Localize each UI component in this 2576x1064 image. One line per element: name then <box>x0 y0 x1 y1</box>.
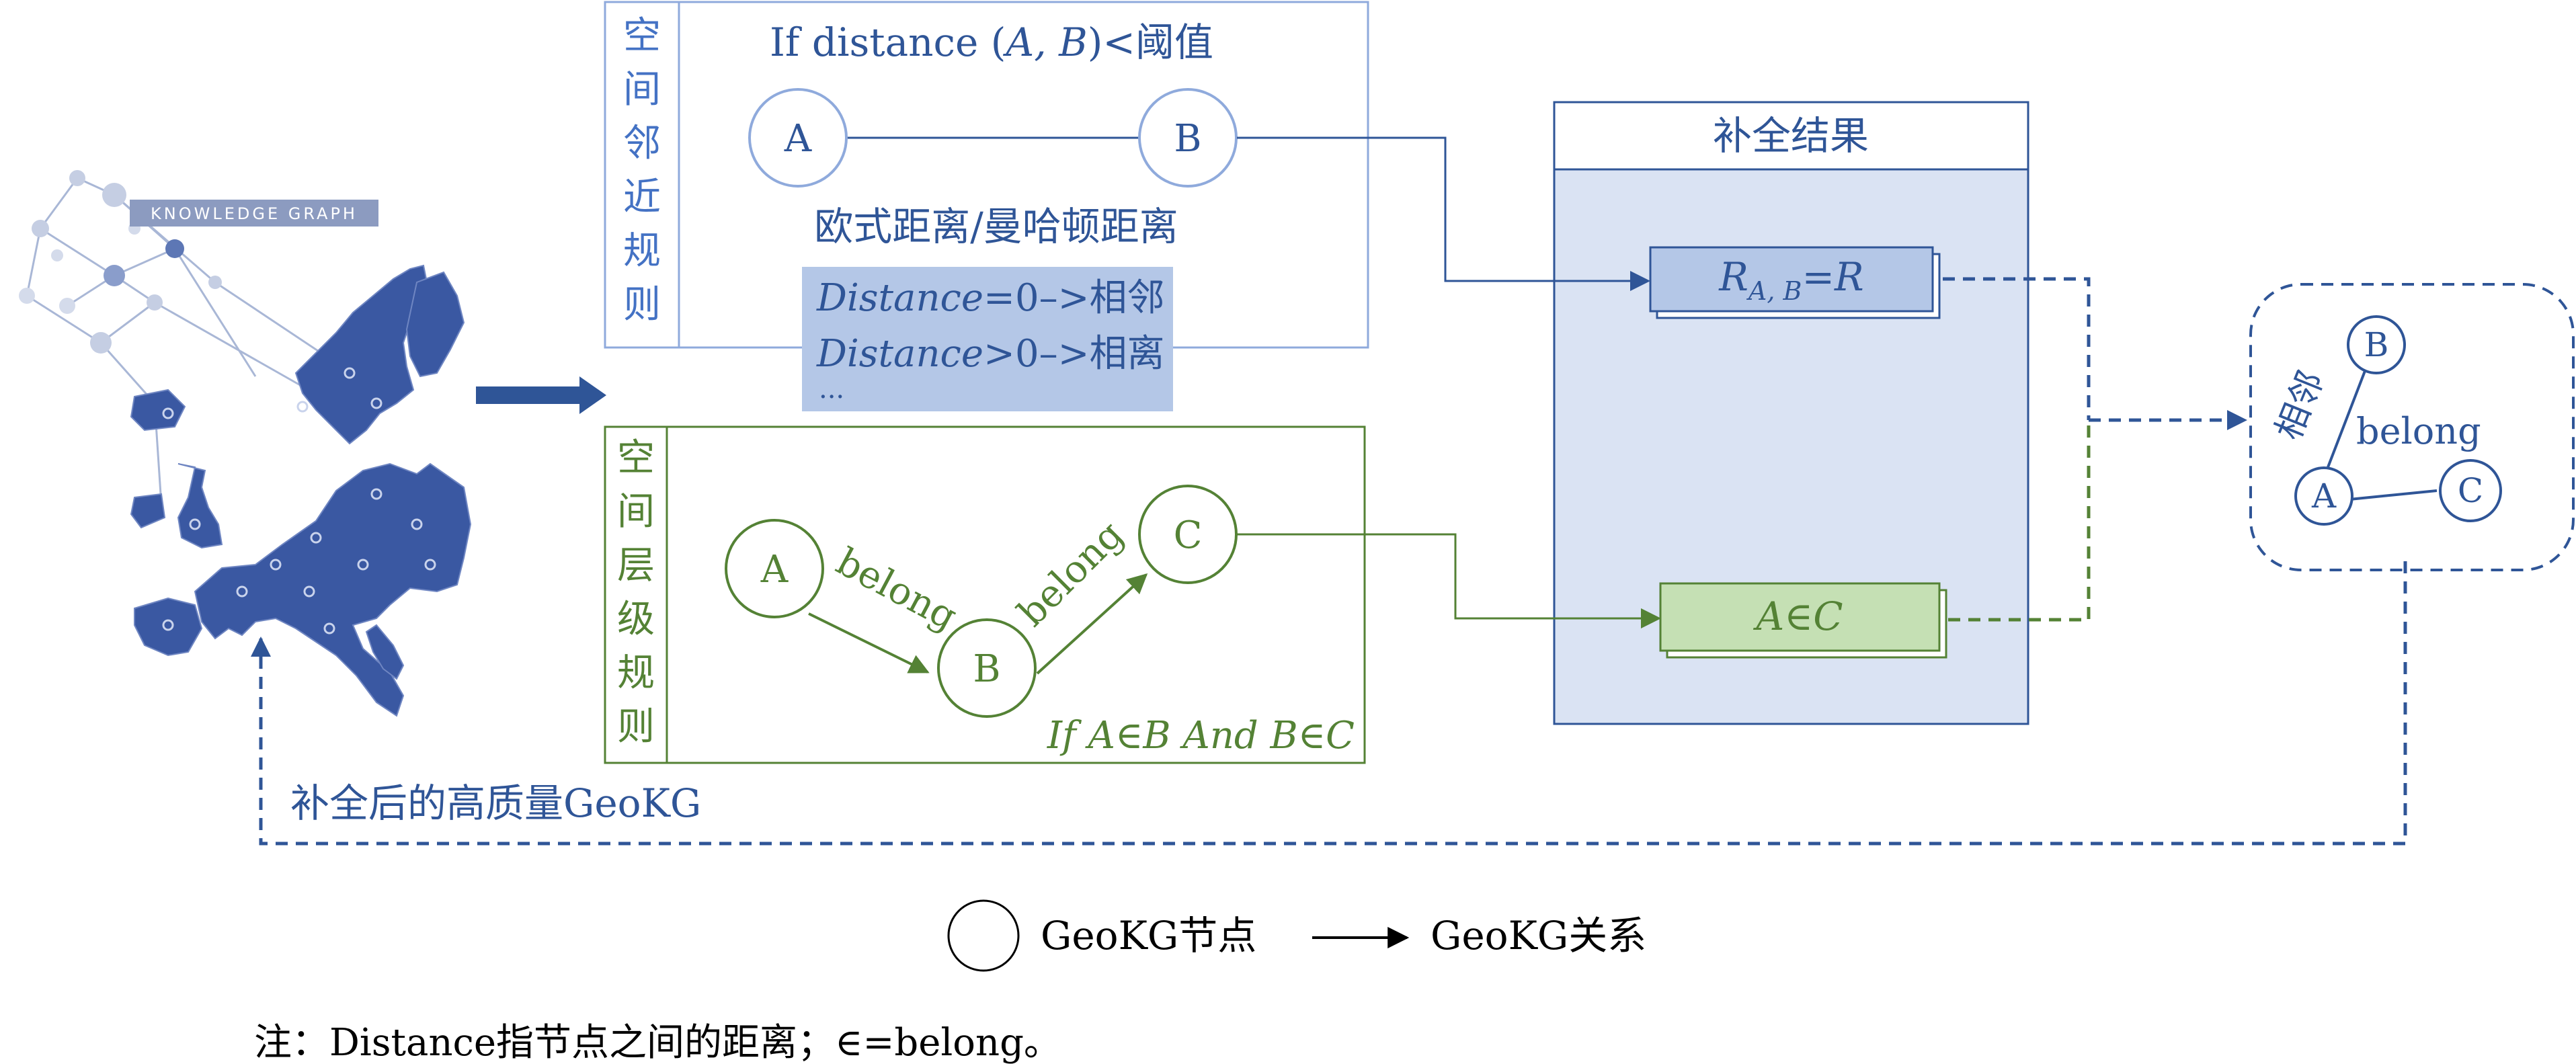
completed-node-a-label: A <box>2311 477 2337 516</box>
proximity-title: 空 间 邻 近 规 则 <box>623 14 661 327</box>
completion-result-title: 补全结果 <box>1713 113 1869 159</box>
hierarchy-node-a-label: A <box>760 548 789 591</box>
hierarchy-condition: If A∈B And B∈C <box>1047 714 1355 758</box>
completed-graph: 相邻 belong B A C <box>2249 283 2575 571</box>
hierarchy-title: 空 间 层 级 规 则 <box>617 436 655 749</box>
proximity-connector <box>1237 136 1650 291</box>
hierarchy-title-char: 级 <box>617 598 655 641</box>
completed-belong-label: belong <box>2356 410 2481 452</box>
kg-badge: KNOWLEDGE GRAPH <box>130 200 378 227</box>
proximity-title-char: 则 <box>623 283 661 327</box>
proximity-node-a-label: A <box>784 117 812 161</box>
completed-node-a: A <box>2294 466 2353 526</box>
proximity-title-char: 近 <box>623 175 661 219</box>
map-cities <box>162 367 436 635</box>
distance-rule-box <box>802 267 1173 411</box>
membership-result-card: A∈C <box>1659 582 1947 659</box>
proximity-rule-box: 空 间 邻 近 规 则 If distance (A, B)<阈值 A B 欧式… <box>604 1 1369 411</box>
proximity-condition: If distance (A, B)<阈值 <box>770 19 1213 65</box>
proximity-title-char: 间 <box>623 68 661 112</box>
feedback-loop-dashed <box>251 561 2407 846</box>
completed-edge-ac <box>2349 489 2438 501</box>
legend: GeoKG节点 GeoKG关系 <box>947 899 1646 972</box>
hierarchy-node-a: A <box>725 519 824 618</box>
knowledge-graph-map: KNOWLEDGE GRAPH <box>19 170 472 717</box>
hierarchy-title-char: 间 <box>617 490 655 534</box>
hierarchy-title-char: 则 <box>617 705 655 749</box>
hierarchy-rule-box: 空 间 层 级 规 则 belong belong A B C If A∈B A… <box>604 425 1366 764</box>
kg-badge-text: KNOWLEDGE GRAPH <box>151 204 358 223</box>
proximity-node-b-label: B <box>1174 117 1201 161</box>
hierarchy-title-char: 规 <box>617 651 655 695</box>
relation-output-dashed <box>1943 277 2091 420</box>
hierarchy-node-c: C <box>1138 485 1238 584</box>
completed-node-c: C <box>2439 459 2502 522</box>
proximity-title-char: 规 <box>623 229 661 273</box>
distance-rule-adjacent: Distance=0–>相邻 <box>816 276 1165 320</box>
europe-map <box>130 264 472 717</box>
hierarchy-node-b-label: B <box>973 647 1000 691</box>
feedback-label: 补全后的高质量GeoKG <box>290 780 701 826</box>
completed-node-c-label: C <box>2458 471 2483 510</box>
proximity-node-b: B <box>1138 88 1238 188</box>
hierarchy-node-b: B <box>937 618 1037 718</box>
hierarchy-edge-bc <box>1036 573 1148 675</box>
membership-output-dashed <box>1948 420 2091 622</box>
hierarchy-title-char: 层 <box>617 544 655 587</box>
input-arrow <box>476 376 606 414</box>
network-nodes <box>19 170 222 409</box>
legend-relation-label: GeoKG关系 <box>1431 913 1646 958</box>
membership-result-text: A∈C <box>1753 594 1843 639</box>
network-constellation <box>26 177 357 505</box>
proximity-node-a: A <box>748 88 848 188</box>
hierarchy-node-c-label: C <box>1174 514 1203 557</box>
proximity-metric: 欧式距离/曼哈顿距离 <box>814 204 1178 249</box>
completed-node-b: B <box>2347 315 2406 374</box>
completed-node-b-label: B <box>2364 325 2389 364</box>
hierarchy-title-char: 空 <box>617 436 655 480</box>
completion-result-panel: 补全结果 RA, B=R A∈C <box>1553 101 2029 725</box>
distance-rule-ellipsis: ... <box>819 374 844 405</box>
legend-node-icon <box>947 899 1020 972</box>
distance-rule-separate: Distance>0–>相离 <box>816 332 1165 376</box>
completed-edge-ab <box>2327 370 2366 468</box>
relation-result-text: RA, B=R <box>1718 254 1863 306</box>
proximity-title-char: 邻 <box>623 122 661 165</box>
hierarchy-edge-ab <box>808 612 930 673</box>
hierarchy-connector <box>1237 533 1661 628</box>
footnote: 注：Distance指节点之间的距离；∈=belong。 <box>254 1021 1061 1064</box>
legend-node-label: GeoKG节点 <box>1041 913 1256 958</box>
proximity-title-char: 空 <box>623 14 661 58</box>
relation-result-card: RA, B=R <box>1649 246 1941 319</box>
